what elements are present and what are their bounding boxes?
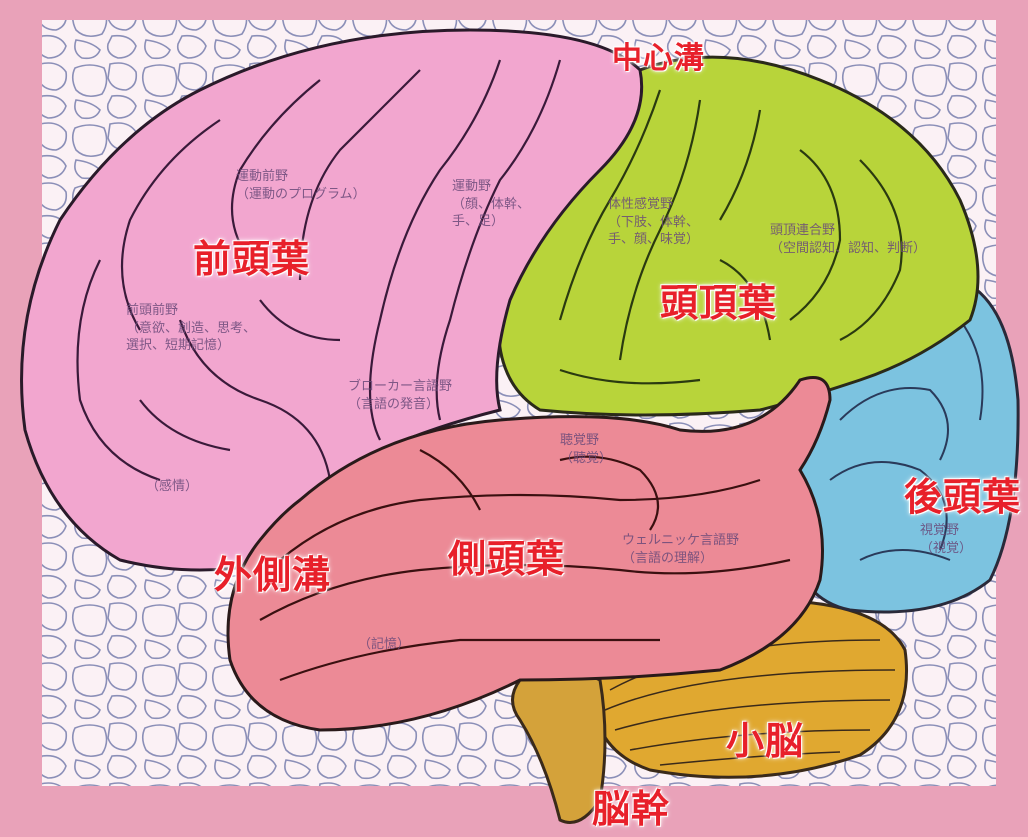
memory-note: （記憶）	[358, 636, 410, 654]
wernicke-note: ウェルニッケ言語野 （言語の理解）	[622, 532, 739, 567]
broca-note: ブローカー言語野 （言語の発音）	[348, 378, 452, 413]
premotor-note: 運動前野 （運動のプログラム）	[236, 168, 366, 203]
visual-note: 視覚野 （視覚）	[920, 522, 972, 557]
lateral-sulcus-label: 外側溝	[214, 556, 331, 594]
association-note: 頭頂連合野 （空間認知、認知、判断）	[770, 222, 926, 257]
parietal-lobe-label: 頭頂葉	[660, 284, 777, 322]
cerebellum-label: 小脳	[726, 722, 804, 760]
temporal-lobe-label: 側頭葉	[448, 540, 565, 578]
central-sulcus-label: 中心溝	[612, 44, 705, 74]
prefrontal-note: 前頭前野 （意欲、創造、思考、 選択、短期記憶）	[126, 302, 256, 355]
brainstem-label: 脳幹	[592, 790, 670, 828]
auditory-note: 聴覚野 （聴覚）	[560, 432, 612, 467]
motor-note: 運動野 （顔、体幹、 手、足）	[452, 178, 530, 231]
frontal-lobe-label: 前頭葉	[193, 240, 310, 278]
somatosensory-note: 体性感覚野 （下肢、体幹、 手、顔、味覚）	[608, 196, 699, 249]
emotion-note: （感情）	[146, 478, 198, 496]
occipital-lobe-label: 後頭葉	[904, 478, 1021, 516]
